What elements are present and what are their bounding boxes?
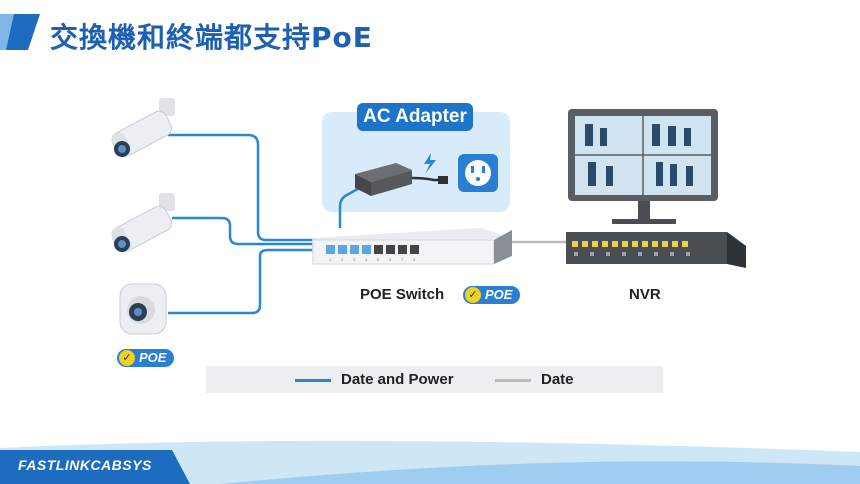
title-accent-icon <box>0 14 40 50</box>
outlet-icon <box>458 154 498 192</box>
nvr-device-icon <box>566 232 746 268</box>
page-title: 交換機和終端都支持PoE <box>50 21 373 54</box>
switch-ports <box>326 245 419 254</box>
svg-text:6: 6 <box>389 257 392 262</box>
power-brick-icon <box>355 163 448 196</box>
poe-badge-text: POE <box>485 287 513 302</box>
svg-text:3: 3 <box>353 257 356 262</box>
legend-data-label: Date <box>541 371 574 388</box>
footer-wave-mid <box>220 461 860 484</box>
legend-data-power-label: Date and Power <box>341 371 454 388</box>
legend-data-power-line <box>295 379 331 382</box>
bullet-camera-icon-1 <box>111 98 175 158</box>
svg-text:8: 8 <box>413 257 416 262</box>
check-icon: ✓ <box>465 287 481 303</box>
footer-brand-band <box>0 450 190 484</box>
lightning-icon <box>424 153 436 174</box>
svg-text:7: 7 <box>401 257 404 262</box>
check-icon: ✓ <box>119 350 135 366</box>
poe-camera-badge: ✓ POE <box>117 349 175 367</box>
dome-camera-icon <box>119 283 167 335</box>
poe-switch-label: POE Switch <box>360 286 445 303</box>
data-power-cables <box>168 133 364 315</box>
bullet-camera-icon-2 <box>111 193 175 253</box>
svg-text:1: 1 <box>329 257 332 262</box>
svg-text:4: 4 <box>365 257 368 262</box>
monitor-icon <box>568 109 718 224</box>
poe-badge-text: POE <box>139 350 167 365</box>
svg-text:2: 2 <box>341 257 344 262</box>
port-numbers: 1 2 3 4 5 6 7 8 <box>329 257 416 262</box>
poe-switch-badge: ✓ POE <box>463 286 521 304</box>
brand-name: FASTLINKCABSYS <box>18 457 152 473</box>
ac-adapter-label: AC Adapter <box>357 103 473 131</box>
title-bar: 交換機和終端都支持PoE <box>0 14 860 54</box>
svg-text:5: 5 <box>377 257 380 262</box>
poe-switch-icon: 1 2 3 4 5 6 7 8 <box>312 228 512 265</box>
nvr-label: NVR <box>629 286 661 303</box>
legend: Date and Power Date <box>206 366 663 393</box>
legend-data-line <box>495 379 531 382</box>
